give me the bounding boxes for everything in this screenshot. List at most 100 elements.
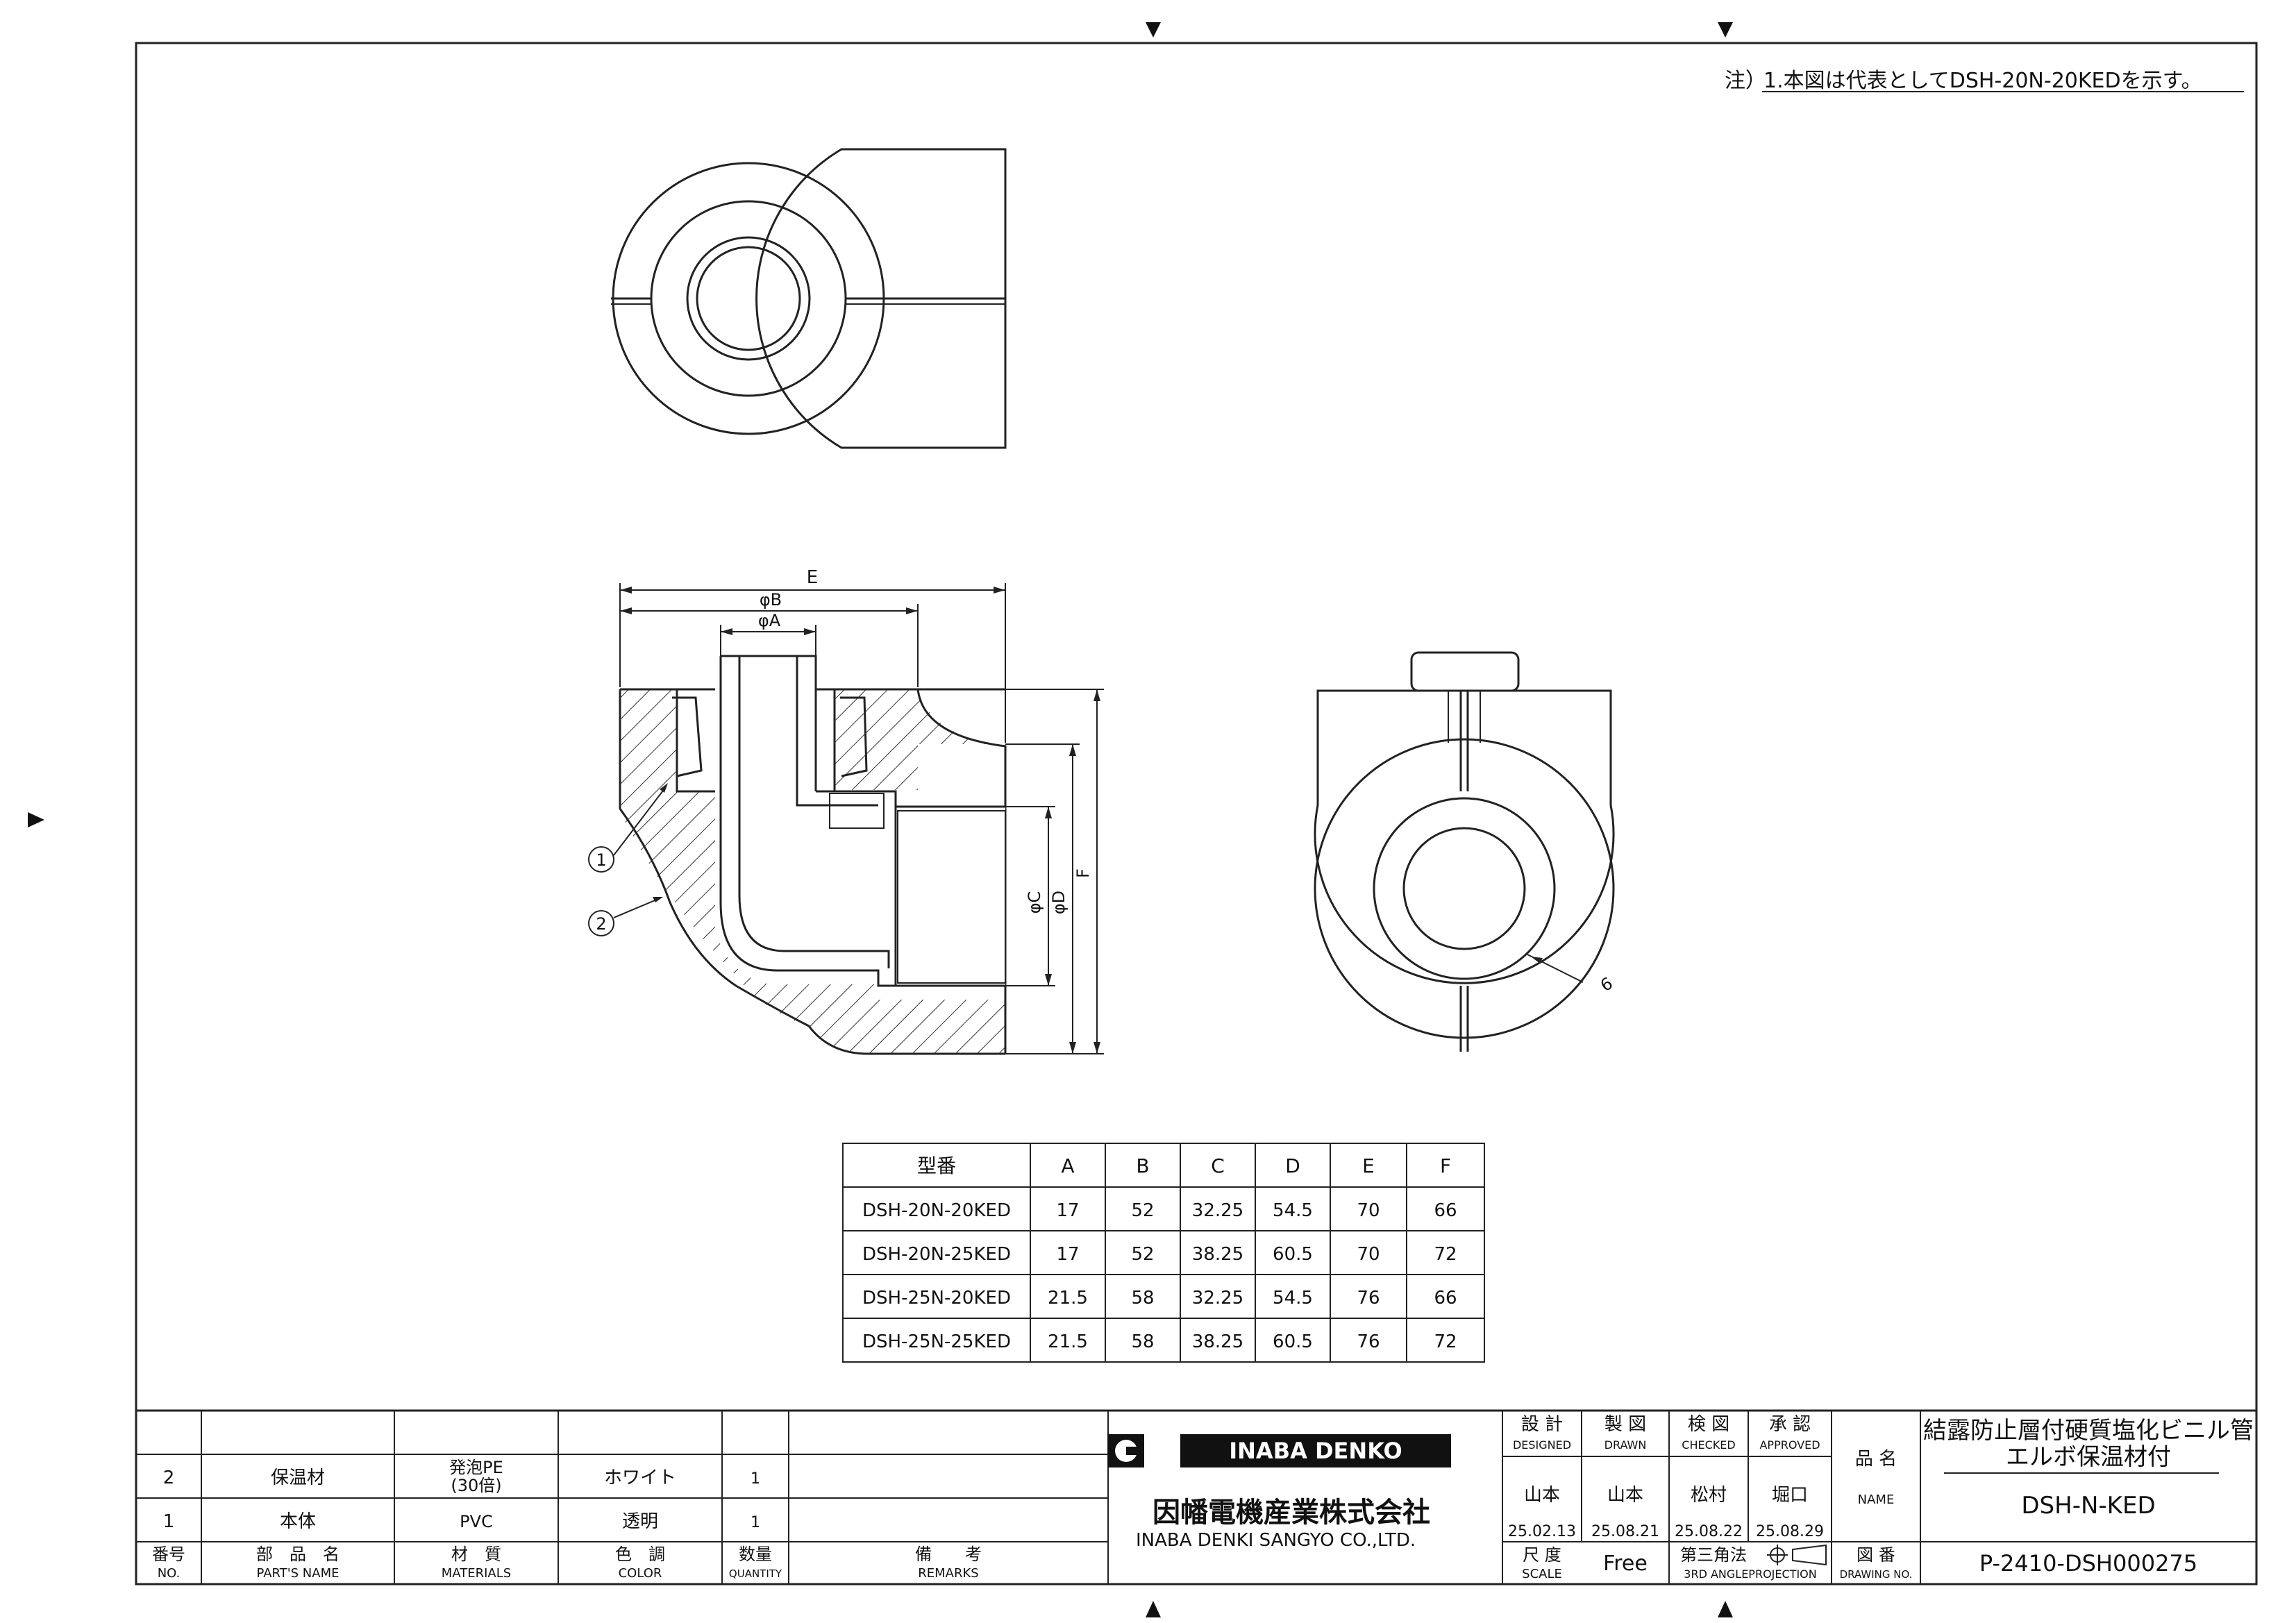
part-qty: 1: [751, 1514, 760, 1531]
size-table-cell: DSH-25N-20KED: [862, 1288, 1011, 1309]
name-label-jp: 品 名: [1855, 1449, 1897, 1470]
drawn-name: 山本: [1607, 1485, 1643, 1506]
size-table-header-C: C: [1211, 1154, 1225, 1177]
part-no: 1: [163, 1511, 175, 1532]
size-table-header-A: A: [1061, 1154, 1074, 1177]
callout-part-1: 1: [588, 783, 668, 873]
note-text: 1.本図は代表としてDSH-20N-20KEDを示す。: [1763, 69, 2202, 93]
product-model: DSH-N-KED: [2021, 1492, 2155, 1520]
size-table-cell: 58: [1131, 1288, 1154, 1309]
designed-date: 25.02.13: [1508, 1523, 1576, 1540]
size-table-cell: 21.5: [1048, 1331, 1088, 1352]
callout-part-2: 2: [588, 897, 663, 936]
product-title-line2: エルボ保温材付: [2006, 1443, 2171, 1471]
drawing-no-label-jp: 図 番: [1857, 1545, 1895, 1565]
drawn-label-jp: 製 図: [1604, 1414, 1646, 1435]
dim-phiC-label: φC: [1025, 891, 1044, 914]
part-qty: 1: [751, 1470, 760, 1488]
dim-E-label: E: [807, 567, 818, 588]
callout-part-1-number: 1: [596, 850, 606, 870]
approval-approved: 承 認 APPROVED 堀口 25.08.29: [1756, 1414, 1824, 1540]
drawing-number: P-2410-DSH000275: [1979, 1550, 2197, 1576]
part-material: PVC: [460, 1512, 493, 1531]
size-table-cell: 66: [1434, 1288, 1457, 1309]
size-table-cell: 60.5: [1273, 1331, 1313, 1352]
size-table-cell: 54.5: [1273, 1200, 1313, 1221]
part-material-note: (30倍): [451, 1476, 501, 1495]
designed-name: 山本: [1524, 1485, 1560, 1506]
parts-list-row: 1 本体 PVC 透明 1: [163, 1511, 760, 1532]
size-table-row: DSH-25N-25KED 21.5 58 38.25 60.5 76 72: [862, 1331, 1457, 1352]
drawn-label-en: DRAWN: [1604, 1438, 1647, 1452]
size-table-row: DSH-25N-20KED 21.5 58 32.25 54.5 76 66: [862, 1288, 1457, 1309]
dim-thickness-label: 6: [1597, 973, 1616, 995]
scale-cell: 尺 度 SCALE Free: [1522, 1545, 1648, 1581]
checked-label-en: CHECKED: [1682, 1438, 1735, 1452]
checked-name: 松村: [1691, 1485, 1727, 1506]
size-table-header-D: D: [1285, 1154, 1300, 1177]
part-color: 透明: [622, 1511, 658, 1532]
header-name-en: PART'S NAME: [257, 1566, 340, 1581]
scale-value: Free: [1603, 1551, 1648, 1576]
drawing-no-label-en: DRAWING NO.: [1840, 1568, 1913, 1581]
size-table-header-F: F: [1440, 1154, 1451, 1177]
size-table-cell: 66: [1434, 1200, 1457, 1221]
size-table-cell: 17: [1056, 1244, 1079, 1265]
approved-label-en: APPROVED: [1759, 1438, 1820, 1452]
size-table-header-E: E: [1362, 1154, 1375, 1177]
size-table-cell: 70: [1357, 1200, 1380, 1221]
part-no: 2: [163, 1468, 175, 1488]
scale-label-en: SCALE: [1522, 1567, 1562, 1581]
size-table-cell: DSH-20N-20KED: [862, 1200, 1011, 1221]
name-block: 品 名 NAME 結露防止層付硬質塩化ビニル管 エルボ保温材付 DSH-N-KE…: [1855, 1417, 2254, 1520]
drawing-frame: [135, 42, 2258, 1586]
header-name-jp: 部 品 名: [256, 1545, 340, 1564]
header-remarks-jp: 備 考: [915, 1545, 982, 1564]
designed-label-jp: 設 計: [1521, 1414, 1563, 1435]
size-table-cell: 52: [1131, 1244, 1154, 1265]
part-name: 本体: [280, 1511, 316, 1532]
size-table-header-B: B: [1136, 1154, 1149, 1177]
title-block: 2 保温材 発泡PE (30倍) ホワイト 1 1 本体 PVC 透明 1 番号…: [136, 1409, 2256, 1584]
size-table-row: DSH-20N-25KED 17 52 38.25 60.5 70 72: [862, 1244, 1457, 1265]
size-table-cell: 38.25: [1192, 1244, 1243, 1265]
header-qty-en: QUANTITY: [729, 1567, 782, 1580]
size-table-cell: DSH-20N-25KED: [862, 1244, 1011, 1265]
company-block: INABA DENKO 因幡電機産業株式会社 INABA DENKI SANGY…: [1108, 1434, 1451, 1551]
size-table-cell: 52: [1131, 1200, 1154, 1221]
approval-designed: 設 計 DESIGNED 山本 25.02.13: [1508, 1414, 1576, 1540]
approved-date: 25.08.29: [1756, 1523, 1824, 1540]
size-table-cell: 38.25: [1192, 1331, 1243, 1352]
header-qty-jp: 数量: [739, 1545, 772, 1564]
size-table-cell: 70: [1357, 1244, 1380, 1265]
company-logo-bar: [1180, 1434, 1451, 1468]
header-material-en: MATERIALS: [442, 1566, 511, 1581]
projection-label-en: 3RD ANGLEPROJECTION: [1684, 1567, 1816, 1581]
dim-F-label: F: [1073, 868, 1093, 878]
approval-drawn: 製 図 DRAWN 山本 25.08.21: [1591, 1414, 1659, 1540]
parts-list-header: 番号 NO. 部 品 名 PART'S NAME 材 質 MATERIALS 色…: [152, 1545, 982, 1581]
drawn-date: 25.08.21: [1591, 1523, 1659, 1540]
header-no-en: NO.: [158, 1566, 181, 1581]
section-view: E φB φA φC φD F 1: [588, 567, 1104, 1055]
checked-date: 25.08.22: [1675, 1523, 1743, 1540]
dim-phiA-label: φA: [758, 611, 781, 630]
projection-cell: 第三角法 3RD ANGLEPROJECTION: [1680, 1544, 1827, 1581]
size-table-cell: 54.5: [1273, 1288, 1313, 1309]
top-view: [611, 148, 1007, 449]
company-name-jp: 因幡電機産業株式会社: [1153, 1497, 1430, 1529]
size-table-cell: 76: [1357, 1288, 1380, 1309]
size-table-cell: 60.5: [1273, 1244, 1313, 1265]
size-table-cell: 72: [1434, 1244, 1457, 1265]
checked-label-jp: 検 図: [1688, 1414, 1729, 1435]
size-table-cell: 21.5: [1048, 1288, 1088, 1309]
projection-label-jp: 第三角法: [1680, 1545, 1747, 1565]
scale-label-jp: 尺 度: [1523, 1545, 1561, 1565]
callout-part-2-number: 2: [596, 914, 606, 934]
drawing-note: 注） 1.本図は代表としてDSH-20N-20KEDを示す。: [1725, 69, 2244, 93]
designed-label-en: DESIGNED: [1513, 1438, 1571, 1452]
size-table-cell: DSH-25N-25KED: [862, 1331, 1011, 1352]
size-table-cell: 32.25: [1192, 1288, 1243, 1309]
note-prefix: 注）: [1725, 69, 1766, 93]
dim-phiB-label: φB: [760, 590, 782, 609]
